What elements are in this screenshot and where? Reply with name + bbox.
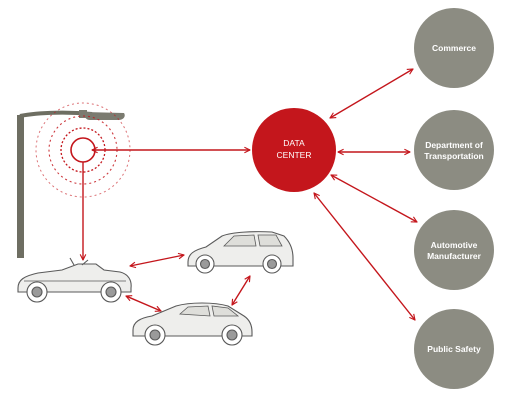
node-manufacturer-circle bbox=[414, 210, 494, 290]
node-commerce-circle bbox=[414, 8, 494, 88]
arrow-datacenter-manufacturer bbox=[331, 174, 417, 223]
lamp-sensor bbox=[79, 110, 87, 118]
arrow-datacenter-commerce bbox=[330, 69, 413, 118]
arrow-hatchback-coupe bbox=[232, 276, 250, 305]
node-public-safety-label: Public Safety bbox=[427, 344, 481, 354]
node-public-safety-circle bbox=[414, 309, 494, 389]
arrow-datacenter-publicsafety bbox=[314, 193, 415, 320]
hatchback-car-icon bbox=[187, 231, 294, 274]
connection-arrows bbox=[83, 69, 417, 320]
signal-ring-1 bbox=[70, 137, 96, 163]
node-manufacturer-label-2: Manufacturer bbox=[427, 251, 482, 261]
node-transportation-label-1: Department of bbox=[425, 140, 483, 150]
node-commerce-label: Commerce bbox=[432, 43, 476, 53]
node-transportation-circle bbox=[414, 110, 494, 190]
coupe-car-icon bbox=[132, 302, 253, 346]
node-transportation-label-2: Transportation bbox=[424, 151, 484, 161]
data-center-circle bbox=[252, 108, 336, 192]
node-manufacturer-label-1: Automotive bbox=[431, 240, 478, 250]
node-public-safety: Public Safety bbox=[414, 309, 494, 389]
node-commerce: Commerce bbox=[414, 8, 494, 88]
arrow-convertible-hatchback bbox=[130, 255, 184, 266]
node-manufacturer: Automotive Manufacturer bbox=[414, 210, 494, 290]
data-center-label-1: DATA bbox=[283, 138, 305, 148]
data-center-label-2: CENTER bbox=[277, 150, 312, 160]
arrow-convertible-coupe bbox=[126, 296, 161, 311]
lamp-pole bbox=[17, 115, 24, 258]
convertible-car-icon bbox=[17, 257, 132, 303]
data-center-node: DATA CENTER bbox=[252, 108, 336, 192]
node-transportation: Department of Transportation bbox=[414, 110, 494, 190]
